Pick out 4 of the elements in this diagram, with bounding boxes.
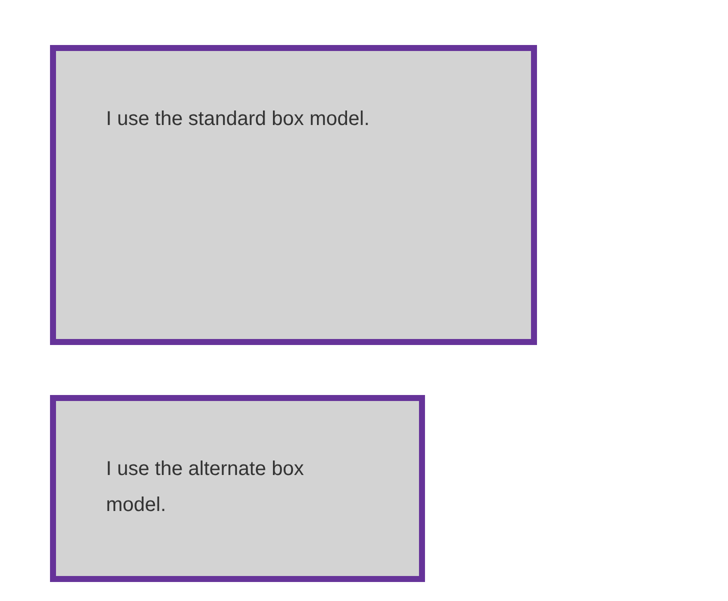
bordered-panel — [50, 45, 537, 345]
bordered-panel — [50, 395, 425, 582]
panel-text: I use the alternate box model. — [106, 457, 305, 518]
panel-text: I use the standard box model. — [106, 107, 370, 132]
